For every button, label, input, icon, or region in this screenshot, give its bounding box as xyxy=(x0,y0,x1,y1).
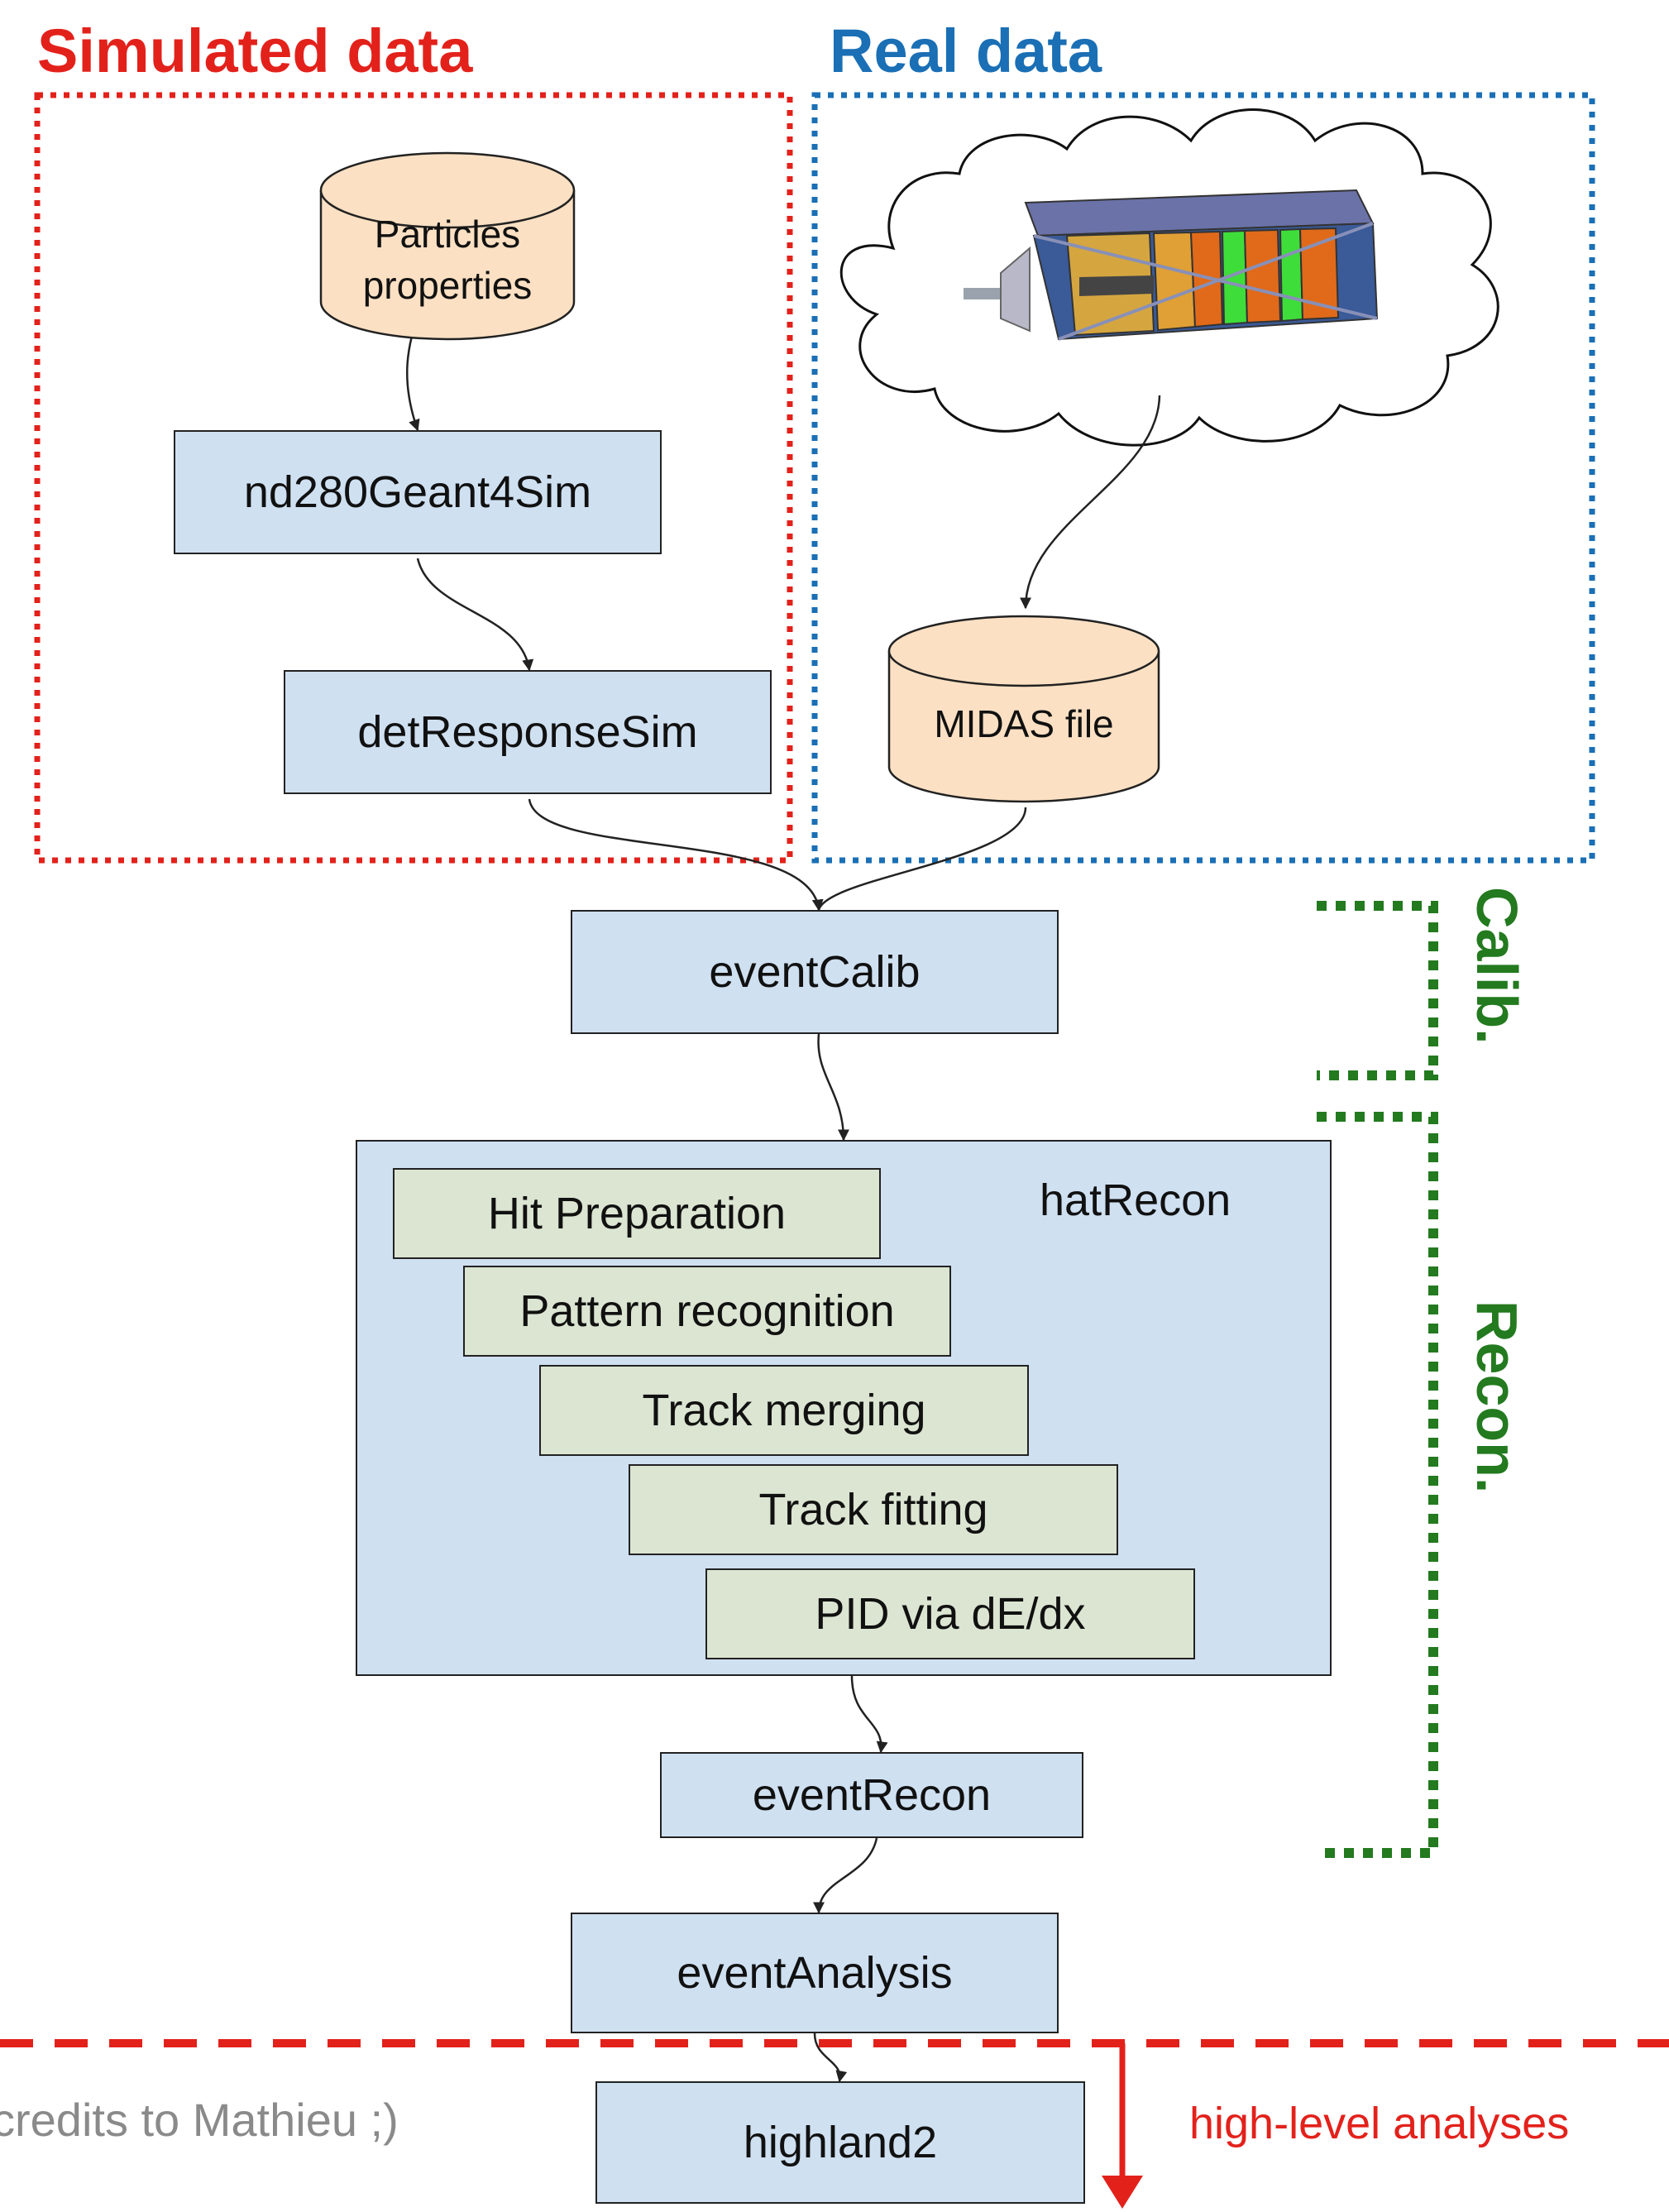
eventanalysis-box: eventAnalysis xyxy=(571,1913,1059,2033)
real-data-heading: Real data xyxy=(830,17,1102,85)
calib-label: Calib. xyxy=(1465,887,1529,1045)
high-level-analyses-note: high-level analyses xyxy=(1189,2099,1570,2148)
recon-label: Recon. xyxy=(1465,1300,1529,1494)
hatrecon-label: hatRecon xyxy=(1040,1175,1231,1225)
midas-file-cylinder: MIDAS file xyxy=(887,606,1161,804)
stage-track-fitting: Track fitting xyxy=(629,1464,1118,1555)
stage-pid-dedx: PID via dE/dx xyxy=(705,1568,1195,1659)
detector-icon xyxy=(964,189,1379,341)
simulated-data-heading: Simulated data xyxy=(37,17,473,85)
midas-file-label: MIDAS file xyxy=(934,702,1114,745)
particles-label-line1: Particles xyxy=(374,213,521,256)
detresponsesim-box: detResponseSim xyxy=(284,670,772,794)
highland2-box: highland2 xyxy=(595,2081,1085,2204)
stage-track-merging: Track merging xyxy=(539,1365,1029,1456)
recon-bracket xyxy=(1317,1112,1438,1858)
high-level-arrowhead xyxy=(1102,2176,1143,2209)
simulated-data-frame xyxy=(34,92,793,864)
stage-pattern-recognition: Pattern recognition xyxy=(463,1266,951,1357)
eventcalib-box: eventCalib xyxy=(571,910,1059,1034)
particles-properties-cylinder: Particles properties xyxy=(318,149,576,341)
stage-hit-preparation: Hit Preparation xyxy=(393,1168,881,1259)
credits-note: credits to Mathieu ;) xyxy=(0,2094,399,2146)
eventrecon-box: eventRecon xyxy=(660,1752,1083,1838)
real-data-frame xyxy=(811,92,1595,864)
calib-bracket xyxy=(1317,901,1438,1080)
particles-label-line2: properties xyxy=(362,264,533,308)
nd280geant4sim-box: nd280Geant4Sim xyxy=(174,430,662,554)
